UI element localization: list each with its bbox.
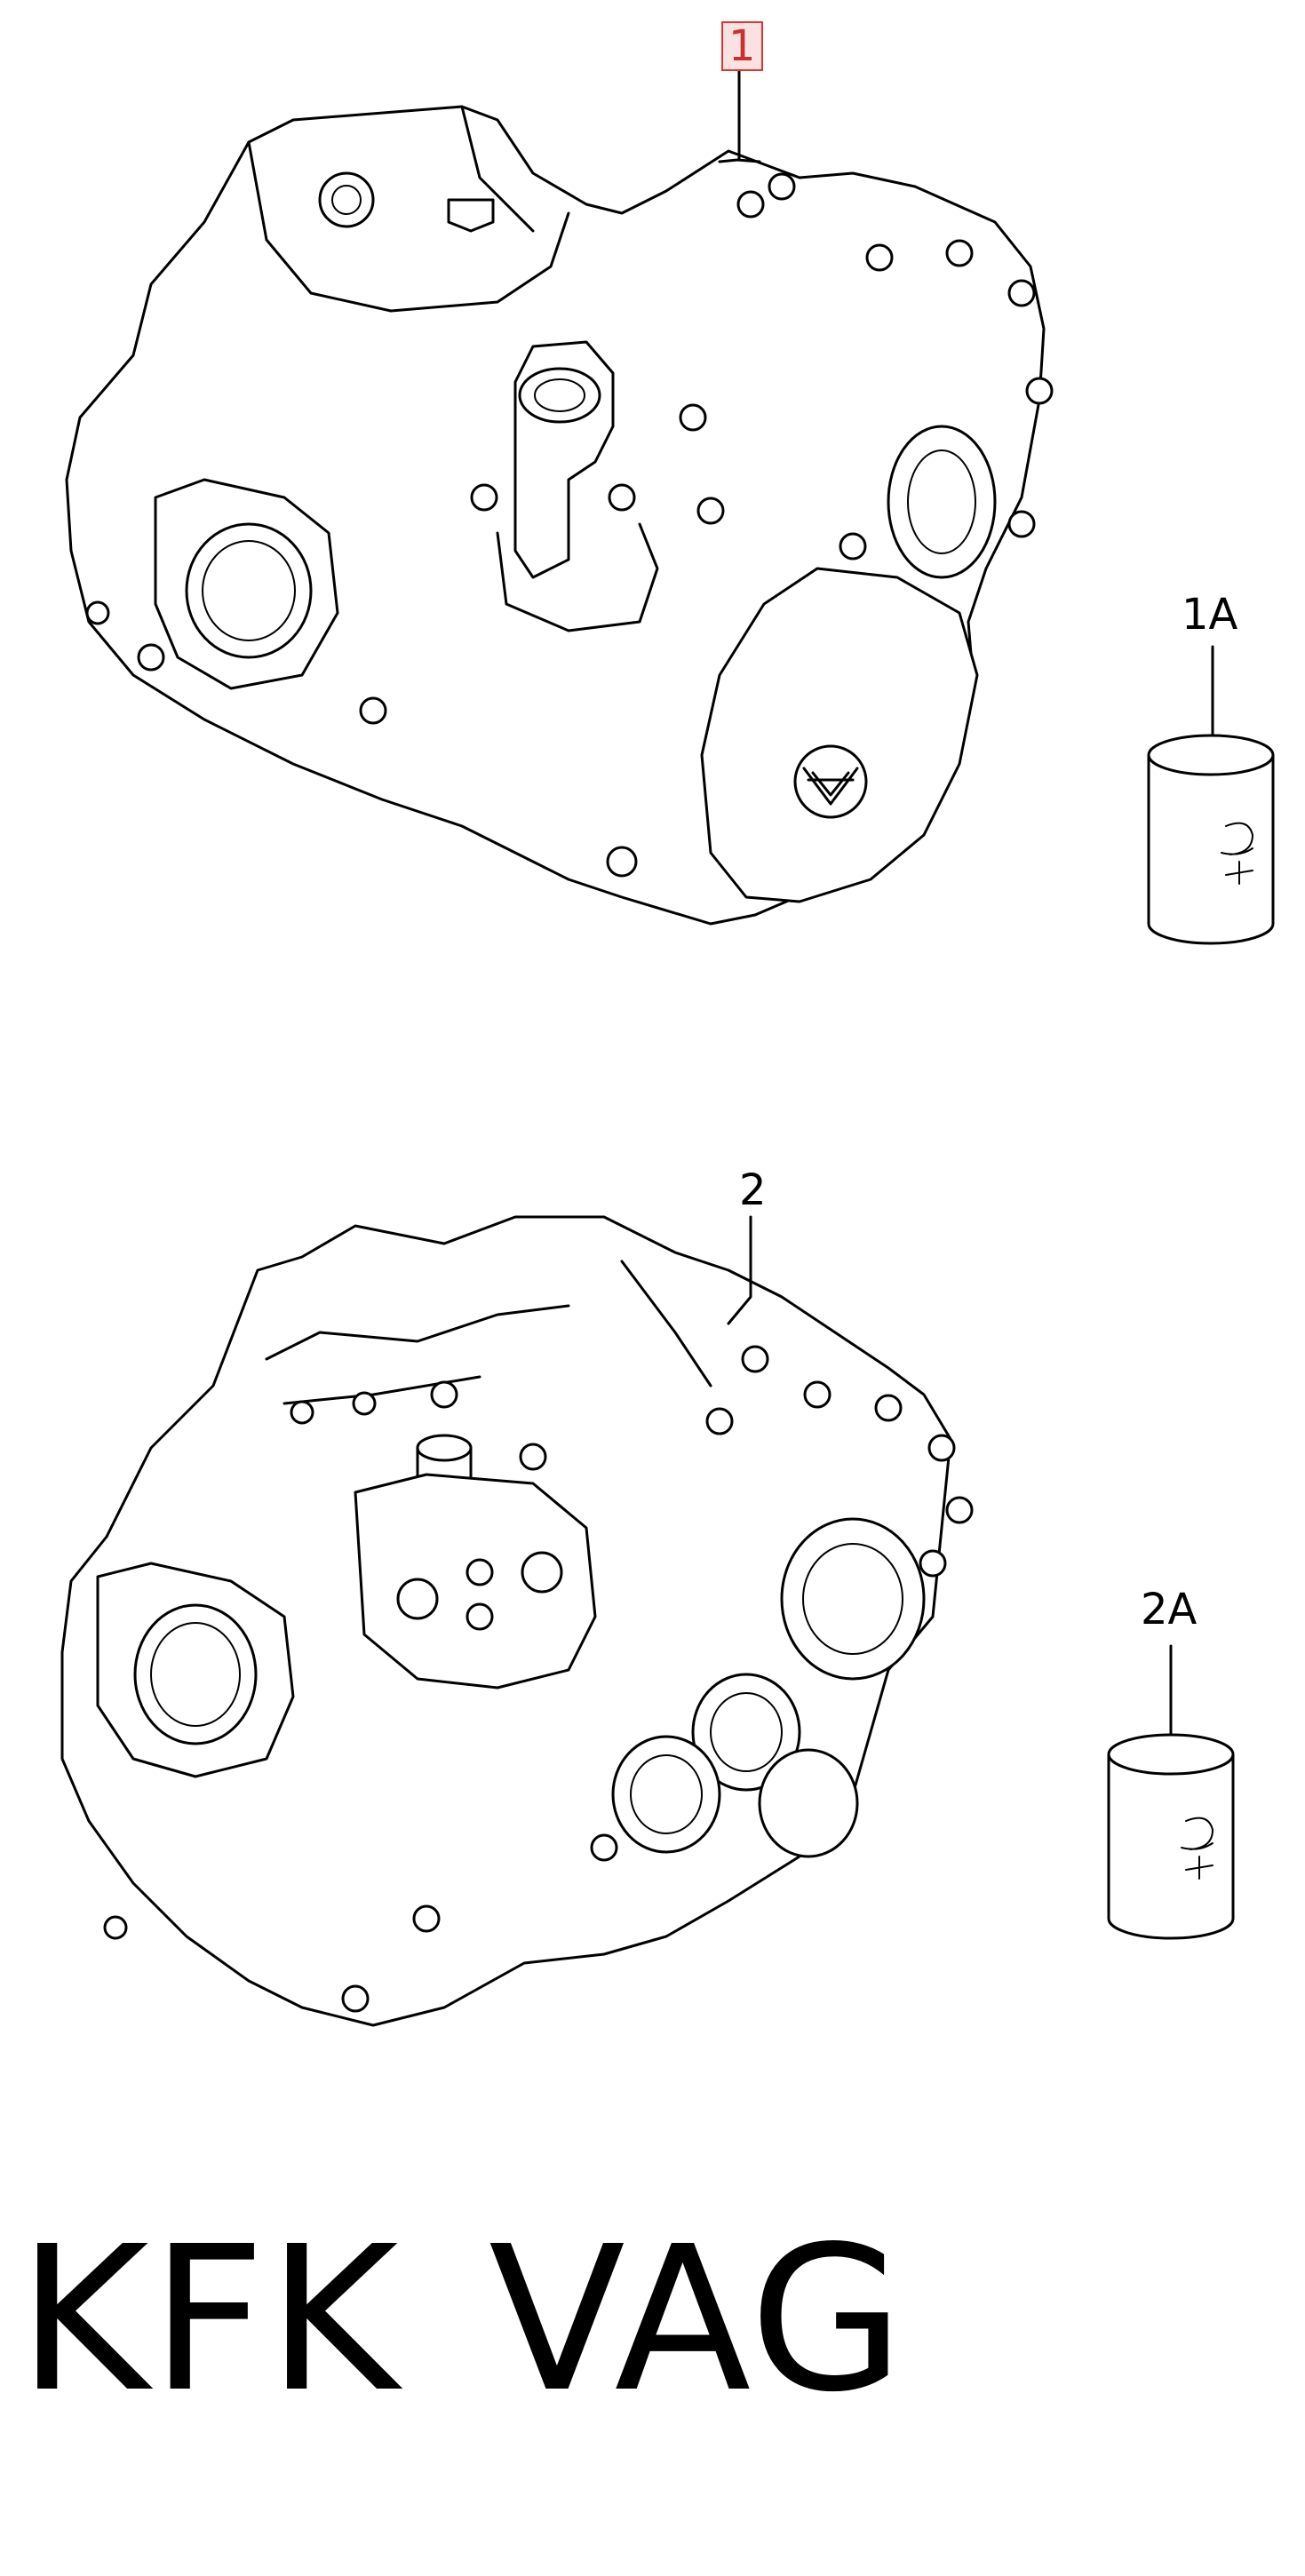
- bolt-icons: [85, 172, 1054, 878]
- gearbox-1-drawing[interactable]: [0, 0, 1305, 977]
- part-2-group: 2 2A: [0, 1155, 1305, 2132]
- callout-2[interactable]: 2: [739, 1165, 767, 1215]
- callout-1a[interactable]: 1A: [1182, 590, 1238, 640]
- footer-code-right: VAG: [489, 2204, 906, 2437]
- footer-code-left: KFK: [18, 2204, 401, 2437]
- part-1-group: 1 1A: [0, 0, 1305, 977]
- callout-1[interactable]: 1: [721, 21, 763, 71]
- leader-line-2: [727, 1215, 752, 1325]
- gearbox-2-drawing[interactable]: [0, 1155, 1305, 2132]
- oil-can-1a-drawing[interactable]: [1147, 645, 1275, 945]
- bolt-icons: [103, 1345, 974, 2013]
- callout-2a[interactable]: 2A: [1141, 1585, 1198, 1634]
- oil-can-2a-drawing[interactable]: [1107, 1644, 1235, 1940]
